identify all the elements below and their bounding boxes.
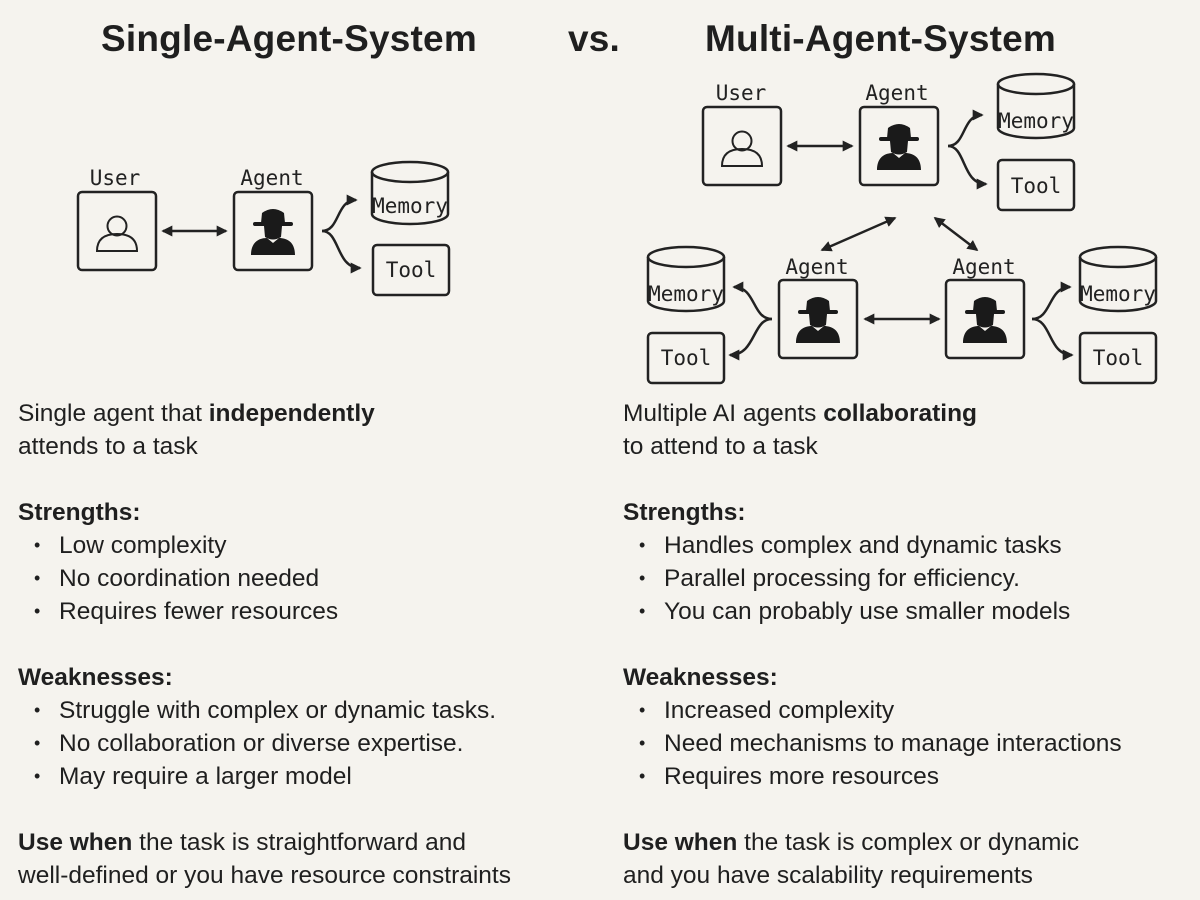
left-memory-cylinder <box>646 245 726 313</box>
top-agent-icon <box>877 124 921 170</box>
list-item: Need mechanisms to manage interactions <box>623 727 1122 760</box>
single-strengths: Strengths: Low complexity No coordinatio… <box>18 496 511 628</box>
single-use-when-text: the task is straightforward and <box>132 829 467 856</box>
list-item: Requires fewer resources <box>18 595 511 628</box>
user-icon <box>96 215 138 252</box>
list-item: You can probably use smaller models <box>623 595 1122 628</box>
single-weaknesses: Weaknesses: Struggle with complex or dyn… <box>18 661 511 793</box>
top-tool-box <box>996 158 1076 212</box>
right-agent-box <box>944 278 1026 360</box>
multi-agent-diagram: User Agent Memory Tool Agent Memory <box>646 72 1158 385</box>
list-item: No collaboration or diverse expertise. <box>18 727 511 760</box>
list-item: No coordination needed <box>18 562 511 595</box>
right-tool-box <box>1078 331 1158 385</box>
multi-strengths-title: Strengths: <box>623 499 746 526</box>
multi-weaknesses-title: Weaknesses: <box>623 664 778 691</box>
multi-user-box <box>701 105 783 187</box>
top-agent-label: Agent <box>865 81 928 105</box>
top-agent-tool-arrow <box>947 144 988 190</box>
user-label: User <box>90 166 141 190</box>
top-left-agent-arrow <box>820 216 897 252</box>
multi-summary-text: Multiple AI agents <box>623 400 824 427</box>
list-item: Requires more resources <box>623 760 1122 793</box>
user-box <box>76 190 158 272</box>
multi-summary-emphasis: collaborating <box>823 400 978 427</box>
right-agent-icon <box>963 297 1007 343</box>
single-agent-title: Single-Agent-System <box>101 18 477 59</box>
single-summary-text-2: attends to a task <box>18 433 198 460</box>
left-agent-box <box>777 278 859 360</box>
agent-memory-arrow <box>321 194 358 233</box>
single-use-when-text-2: well-defined or you have resource constr… <box>18 862 511 889</box>
left-memory-label: Memory <box>648 282 724 306</box>
list-item: Struggle with complex or dynamic tasks. <box>18 694 511 727</box>
list-item: Parallel processing for efficiency. <box>623 562 1122 595</box>
memory-cylinder <box>370 160 450 226</box>
multi-strengths: Strengths: Handles complex and dynamic t… <box>623 496 1122 628</box>
right-memory-cylinder <box>1078 245 1158 313</box>
single-agent-diagram: User Agent Memory Tool <box>76 160 451 297</box>
right-tool-label: Tool <box>1093 346 1144 370</box>
list-item: Handles complex and dynamic tasks <box>623 529 1122 562</box>
top-memory-cylinder <box>996 72 1076 140</box>
multi-user-label: User <box>716 81 767 105</box>
multi-agent-title: Multi-Agent-System <box>705 18 1056 59</box>
multi-weaknesses: Weaknesses: Increased complexity Need me… <box>623 661 1122 793</box>
single-summary-text: Single agent that <box>18 400 209 427</box>
top-agent-box <box>858 105 940 187</box>
list-item: Low complexity <box>18 529 511 562</box>
multi-user-icon <box>721 130 763 167</box>
single-agent-description: Single agent that independently attends t… <box>18 397 511 892</box>
single-strengths-title: Strengths: <box>18 499 141 526</box>
memory-label: Memory <box>372 194 448 218</box>
agent-tool-arrow <box>321 229 362 274</box>
single-use-when: Use when the task is straightforward and… <box>18 826 511 892</box>
top-memory-label: Memory <box>998 109 1074 133</box>
list-item: Increased complexity <box>623 694 1122 727</box>
agent-box <box>232 190 314 272</box>
agent-icon <box>251 209 295 255</box>
left-tool-box <box>646 331 726 385</box>
vs-label: vs. <box>568 18 621 59</box>
tool-box <box>371 243 451 297</box>
right-agent-label: Agent <box>952 255 1015 279</box>
top-tool-label: Tool <box>1011 174 1062 198</box>
right-agent-tool-arrow <box>1031 317 1074 361</box>
right-memory-label: Memory <box>1080 282 1156 306</box>
multi-use-when-label: Use when <box>623 829 738 856</box>
top-right-agent-arrow <box>933 217 979 251</box>
single-summary-emphasis: independently <box>208 400 375 427</box>
list-item: May require a larger model <box>18 760 511 793</box>
tool-label: Tool <box>386 258 437 282</box>
left-agent-tool-arrow <box>728 317 773 361</box>
top-agent-memory-arrow <box>947 109 984 148</box>
single-use-when-label: Use when <box>18 829 133 856</box>
left-agent-label: Agent <box>785 255 848 279</box>
multi-use-when: Use when the task is complex or dynamic a… <box>623 826 1122 892</box>
multi-summary-text-2: to attend to a task <box>623 433 818 460</box>
left-tool-label: Tool <box>661 346 712 370</box>
single-weaknesses-title: Weaknesses: <box>18 664 173 691</box>
multi-use-when-text-2: and you have scalability requirements <box>623 862 1033 889</box>
multi-use-when-text: the task is complex or dynamic <box>737 829 1080 856</box>
single-summary: Single agent that independently attends t… <box>18 397 511 463</box>
agent-label: Agent <box>240 166 303 190</box>
left-agent-icon <box>796 297 840 343</box>
right-agent-memory-arrow <box>1031 281 1072 321</box>
left-agent-memory-arrow <box>732 281 773 321</box>
